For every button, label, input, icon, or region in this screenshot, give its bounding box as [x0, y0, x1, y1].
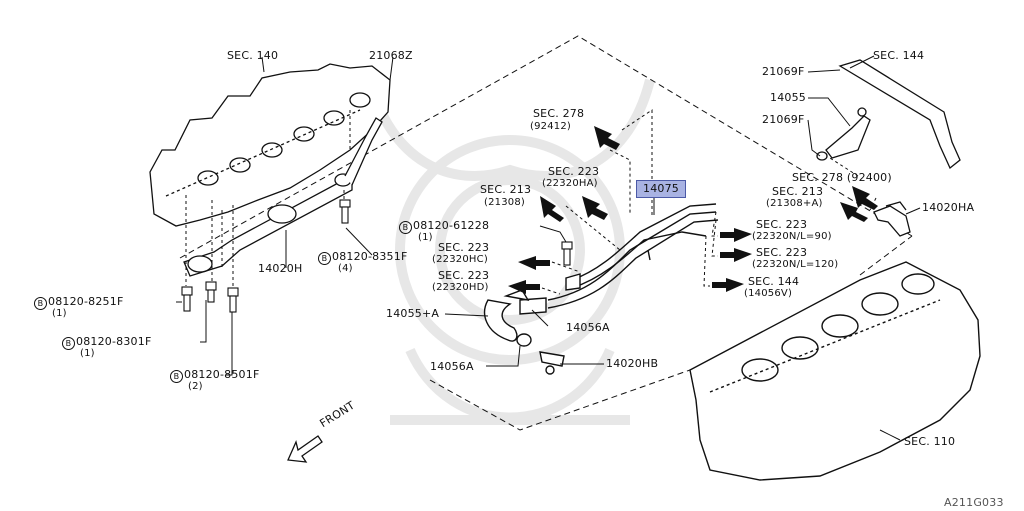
hose-assembly-14075: [483, 203, 719, 375]
bolt-icon: [181, 199, 573, 313]
label-sec144: SEC. 144: [873, 49, 925, 62]
label-sec223-hc: SEC. 223: [438, 241, 490, 254]
label-sec223-ha: SEC. 223: [548, 165, 600, 178]
label-14020hb: 14020HB: [606, 357, 659, 370]
label-sec223-hd-sub: (22320HD): [432, 282, 489, 293]
label-bolt-8351-sub: (4): [338, 263, 353, 274]
label-sec140: SEC. 140: [227, 49, 279, 62]
label-14075-highlighted[interactable]: 14075: [636, 180, 686, 198]
watermark-crest: [365, 78, 655, 425]
label-sec223-n90-sub: (22320N/L=90): [752, 231, 832, 242]
label-reference-code: A211G033: [944, 496, 1004, 509]
label-21069f-bottom: 21069F: [762, 113, 805, 126]
label-sec278-92412-sub: (92412): [530, 121, 572, 132]
label-sec223-ha-sub: (22320HA): [542, 178, 598, 189]
label-sec223-hc-sub: (22320HC): [432, 254, 488, 265]
intake-manifold: [149, 63, 391, 227]
dashed-leaders: [541, 109, 877, 295]
label-sec278-92412: SEC. 278: [533, 107, 585, 120]
label-sec213-a: SEC. 213: [772, 185, 824, 198]
leader-dashes: [185, 110, 351, 290]
label-sec223-n120: SEC. 223: [756, 246, 808, 259]
label-sec278-92400: SEC. 278 (92400): [792, 171, 892, 184]
dashed-boundary: [179, 35, 913, 431]
label-sec223-n120-sub: (22320N/L=120): [752, 259, 839, 270]
pipe-14020ha: [873, 201, 911, 237]
label-sec223-hd: SEC. 223: [438, 269, 490, 282]
label-14056a-left: 14056A: [430, 360, 474, 373]
label-14020ha: 14020HA: [922, 201, 975, 214]
label-21068z: 21068Z: [369, 49, 413, 62]
label-14055a: 14055+A: [386, 307, 440, 320]
leader-lines: [176, 55, 921, 441]
engine-block: [689, 261, 981, 481]
pipe-sec144: [816, 59, 961, 170]
label-bolt-8251-sub: (1): [52, 308, 67, 319]
label-14020h: 14020H: [258, 262, 303, 275]
label-sec213-a-sub: (21308+A): [766, 198, 823, 209]
label-14056a-right: 14056A: [566, 321, 610, 334]
label-sec223-n90: SEC. 223: [756, 218, 808, 231]
label-14055: 14055: [770, 91, 806, 104]
label-bolt-8301-sub: (1): [80, 348, 95, 359]
front-arrow-icon: [287, 435, 323, 463]
label-sec213: SEC. 213: [480, 183, 532, 196]
direction-arrows: [508, 126, 878, 294]
label-sec213-sub: (21308): [484, 197, 526, 208]
label-sec110: SEC. 110: [904, 435, 956, 448]
label-bolt-61228-sub: (1): [418, 232, 433, 243]
label-sec144-14056v-sub: (14056V): [744, 288, 793, 299]
water-pipe-14020h: [183, 117, 383, 277]
label-bolt-8501-sub: (2): [188, 381, 203, 392]
label-sec144-14056v: SEC. 144: [748, 275, 800, 288]
label-21069f-top: 21069F: [762, 65, 805, 78]
